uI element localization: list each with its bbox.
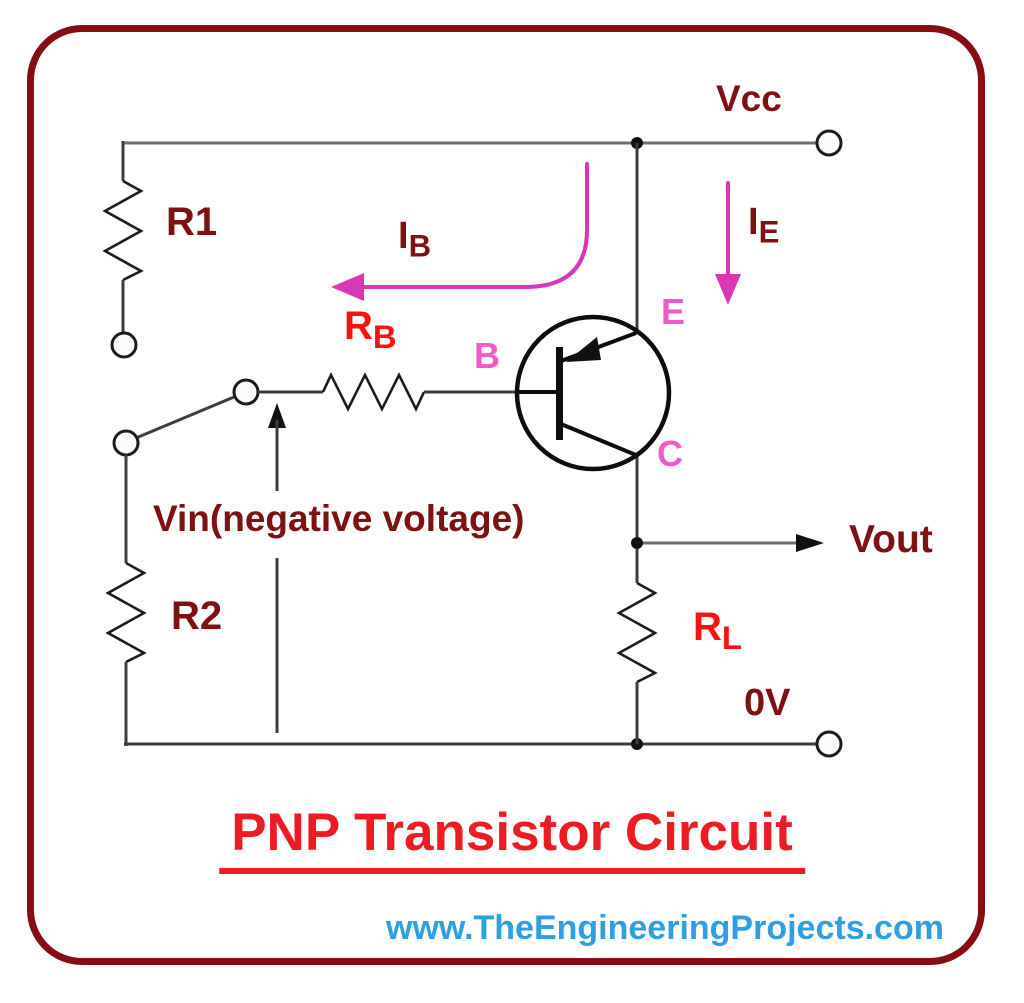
ib-label-sub: B [408, 228, 432, 264]
collector-label: C [657, 433, 683, 474]
input-lower-terminal [112, 429, 140, 457]
diagram-title: PNP Transistor Circuit [219, 806, 805, 874]
ie-label-sub: E [758, 214, 780, 250]
rl-label-sub: L [721, 619, 742, 657]
transistor-collector-line [560, 422, 637, 457]
rl-label: RL [693, 605, 742, 654]
input-upper-terminal [232, 378, 260, 406]
ib-current-arrow-line [338, 162, 589, 289]
zero-volt-terminal [815, 730, 843, 758]
r2-label: R2 [171, 594, 223, 638]
ib-label: IB [398, 215, 431, 262]
transistor-circle [514, 314, 672, 472]
ie-label: IE [748, 201, 779, 248]
vcc-terminal [815, 129, 843, 157]
r1-resistor [102, 179, 144, 282]
transistor-base-bar [556, 347, 563, 440]
ie-label-main: I [748, 201, 759, 243]
rl-label-main: R [693, 605, 722, 649]
zero-volt-label: 0V [744, 682, 791, 724]
vout-label: Vout [849, 518, 933, 561]
website-credit: www.TheEngineeringProjects.com [386, 909, 944, 947]
vout-arrow [796, 534, 824, 552]
rb-resistor [321, 372, 426, 412]
switch-blade-wire [135, 395, 235, 440]
emitter-label: E [661, 291, 686, 332]
r2-resistor [105, 561, 147, 664]
diagram-border [27, 25, 985, 965]
rb-label-sub: B [372, 318, 397, 356]
r1-label: R1 [166, 200, 218, 244]
emitter-arrow [566, 337, 601, 362]
ib-label-main: I [398, 215, 409, 257]
vin-label: Vin(negative voltage) [153, 498, 525, 539]
vout-junction-dot [631, 537, 643, 549]
rb-label: RB [344, 304, 397, 353]
base-label: B [474, 335, 500, 376]
ie-current-arrowhead [715, 274, 741, 305]
rl-resistor [616, 581, 658, 684]
vcc-label: Vcc [716, 78, 782, 119]
r1-open-terminal [110, 331, 138, 359]
ib-current-arrowhead [331, 273, 364, 301]
vin-arrow [268, 403, 286, 428]
rb-label-main: R [344, 304, 373, 348]
